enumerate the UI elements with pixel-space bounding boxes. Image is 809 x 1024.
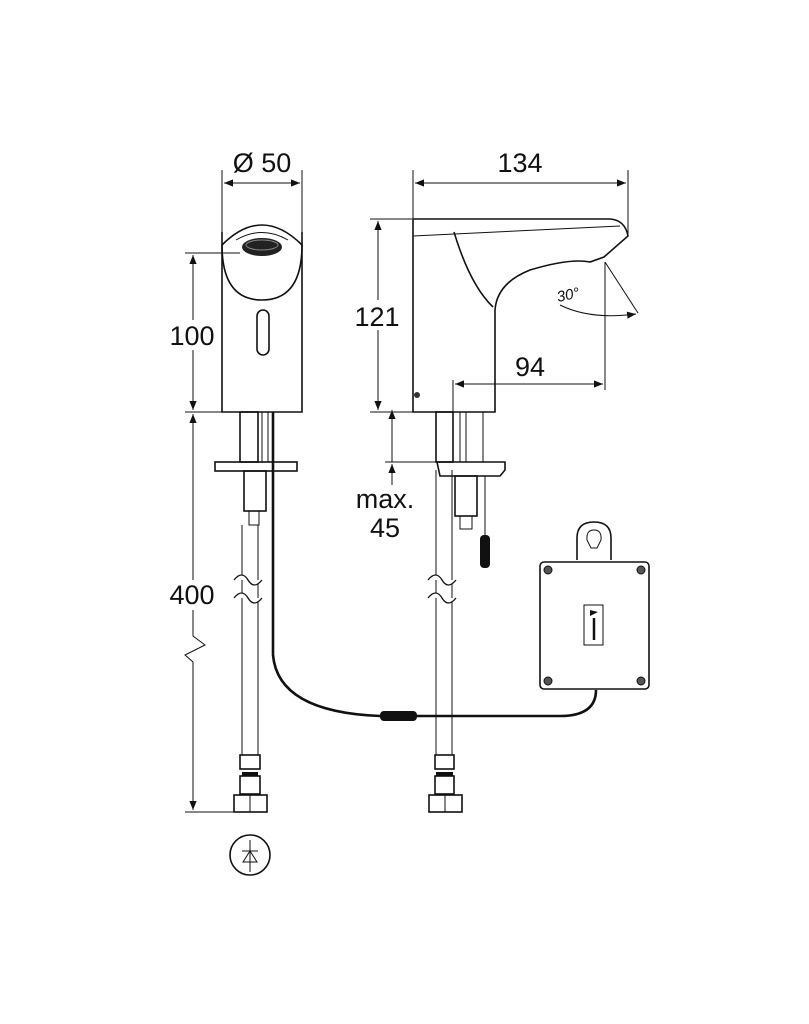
dim-max-label: max. — [356, 484, 415, 514]
side-body — [412, 218, 629, 413]
side-view: 134 121 94 30° max. 45 — [350, 148, 639, 813]
side-hose — [427, 470, 463, 813]
mounting-plate — [214, 461, 298, 472]
dim-height-side: 121 — [354, 302, 399, 332]
dim-spout-reach: 94 — [515, 352, 545, 382]
brand-label — [583, 604, 604, 646]
control-box — [539, 521, 650, 690]
dim-angle: 30° — [555, 285, 581, 306]
sensor-window — [256, 309, 270, 356]
dim-height-front: 100 — [169, 321, 214, 351]
check-valve-symbol — [229, 834, 271, 876]
front-hose — [233, 525, 268, 813]
cable-connector — [380, 711, 417, 721]
dim-max-value: 45 — [370, 513, 400, 543]
side-mounting-plate — [436, 461, 506, 477]
front-view: Ø 50 100 400 — [165, 148, 303, 876]
sensor-cable — [271, 412, 598, 718]
dim-hose-length: 400 — [169, 580, 214, 610]
dim-width-total: 134 — [497, 148, 542, 178]
dim-diameter: Ø 50 — [233, 148, 292, 178]
